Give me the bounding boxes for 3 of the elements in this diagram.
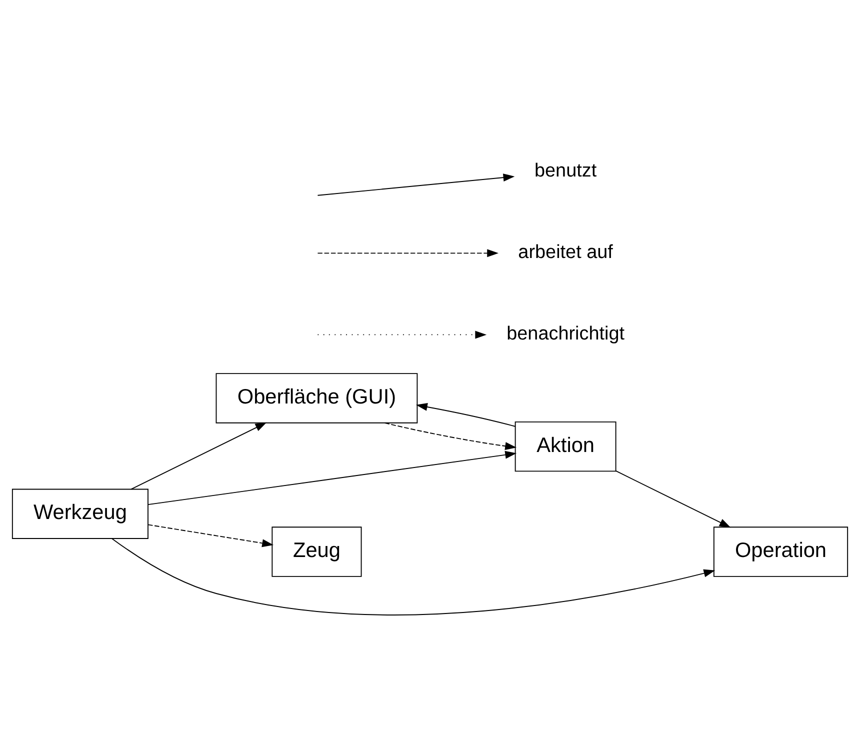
legend-label: benachrichtigt	[506, 322, 625, 344]
legend-label: arbeitet auf	[518, 241, 613, 262]
legend-label: benutzt	[534, 160, 597, 181]
